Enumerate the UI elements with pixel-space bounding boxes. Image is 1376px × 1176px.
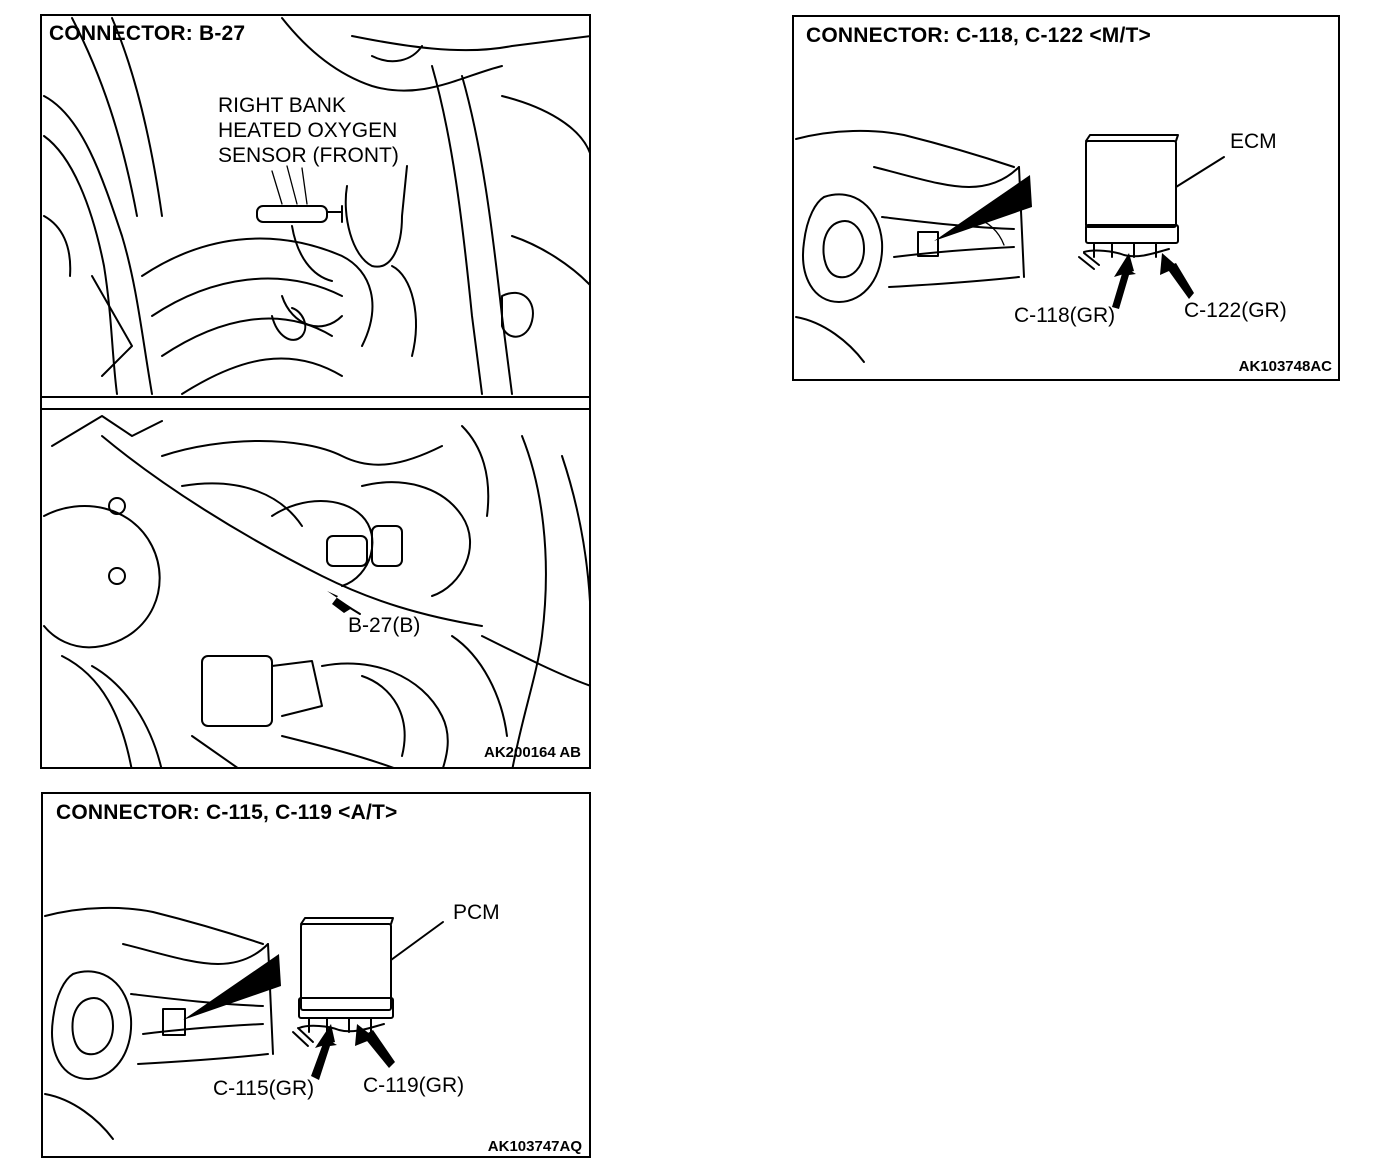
engine-bay-illustration-bottom: [42, 396, 589, 767]
sensor-label-line2: HEATED OXYGEN: [218, 119, 398, 142]
pcm-label: PCM: [453, 901, 500, 924]
dashboard-ecm-illustration: [795, 129, 1225, 363]
figure-code: AK103748AC: [1238, 358, 1332, 375]
sensor-label-line1: RIGHT BANK: [218, 94, 346, 117]
engine-bay-illustration-top: [43, 17, 589, 395]
figure-code: AK200164 AB: [484, 744, 581, 761]
panel-title: CONNECTOR: C-115, C-119 <A/T>: [56, 801, 398, 824]
figure-code: AK103747AQ: [487, 1138, 582, 1155]
panel-connector-b27: CONNECTOR: B-27 RIGHT BANK HEATED OXYGEN…: [40, 14, 591, 769]
panel-title: CONNECTOR: C-118, C-122 <M/T>: [806, 24, 1151, 47]
panel-connector-c115-c119: CONNECTOR: C-115, C-119 <A/T> PCM C-115(…: [41, 792, 591, 1158]
panel-connector-c118-c122: CONNECTOR: C-118, C-122 <M/T> ECM C-118(…: [792, 15, 1340, 381]
connector-c118-label: C-118(GR): [1014, 304, 1116, 327]
sensor-label-line3: SENSOR (FRONT): [218, 144, 399, 167]
dashboard-pcm-illustration: [44, 906, 444, 1140]
connector-callout: B-27(B): [348, 614, 421, 637]
connector-c122-label: C-122(GR): [1184, 299, 1287, 322]
connector-c115-label: C-115(GR): [213, 1077, 315, 1100]
ecm-label: ECM: [1230, 130, 1277, 153]
panel-title: CONNECTOR: B-27: [49, 22, 246, 45]
connector-c119-label: C-119(GR): [363, 1074, 465, 1097]
